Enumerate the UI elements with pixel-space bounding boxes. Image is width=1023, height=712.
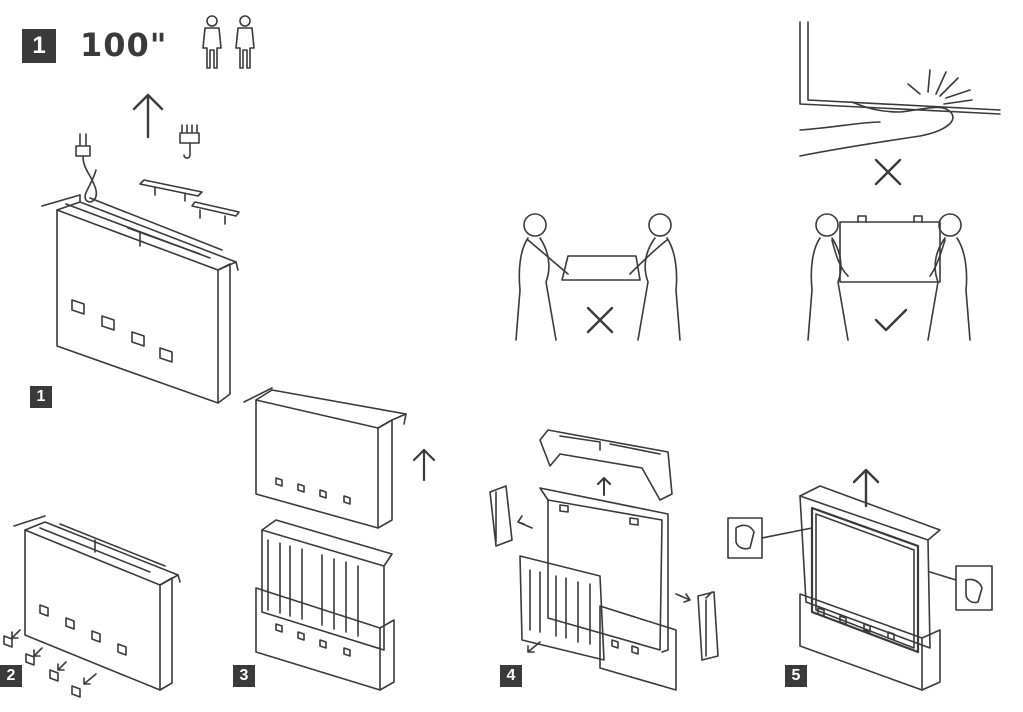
step-badge-2: 2 <box>0 665 22 687</box>
step-3-illustration <box>243 387 436 691</box>
stand-piece-2 <box>191 201 240 225</box>
cross-mark-icon <box>874 158 902 186</box>
up-arrow-icon <box>597 477 611 496</box>
tv-size-label: 100" <box>80 26 168 64</box>
up-arrow-icon <box>852 468 880 508</box>
step-2-illustration <box>3 515 181 698</box>
step-badge-4: 4 <box>500 665 522 687</box>
do-not-touch-screen-illustration <box>799 21 1001 186</box>
wrong-carry-illustration <box>515 213 681 341</box>
cross-mark-icon <box>586 306 614 334</box>
step-5-illustration <box>727 468 993 691</box>
step-badge-5: 5 <box>785 665 807 687</box>
check-mark-icon <box>874 308 908 332</box>
up-arrow-icon <box>132 93 164 139</box>
header-step-badge: 1 <box>22 29 56 63</box>
step-badge-1: 1 <box>30 386 52 408</box>
step-badge-3: 3 <box>233 665 255 687</box>
connector-icon <box>179 124 200 159</box>
hand-detail-left <box>727 517 813 559</box>
power-cord-icon <box>75 133 98 203</box>
hand-detail-right <box>929 565 993 611</box>
right-carry-illustration <box>807 213 971 341</box>
stand-piece-1 <box>139 179 203 202</box>
step-1-illustration <box>41 93 240 404</box>
step-4-illustration <box>489 429 719 691</box>
two-people-icon <box>202 15 255 69</box>
up-arrow-icon <box>412 448 436 482</box>
